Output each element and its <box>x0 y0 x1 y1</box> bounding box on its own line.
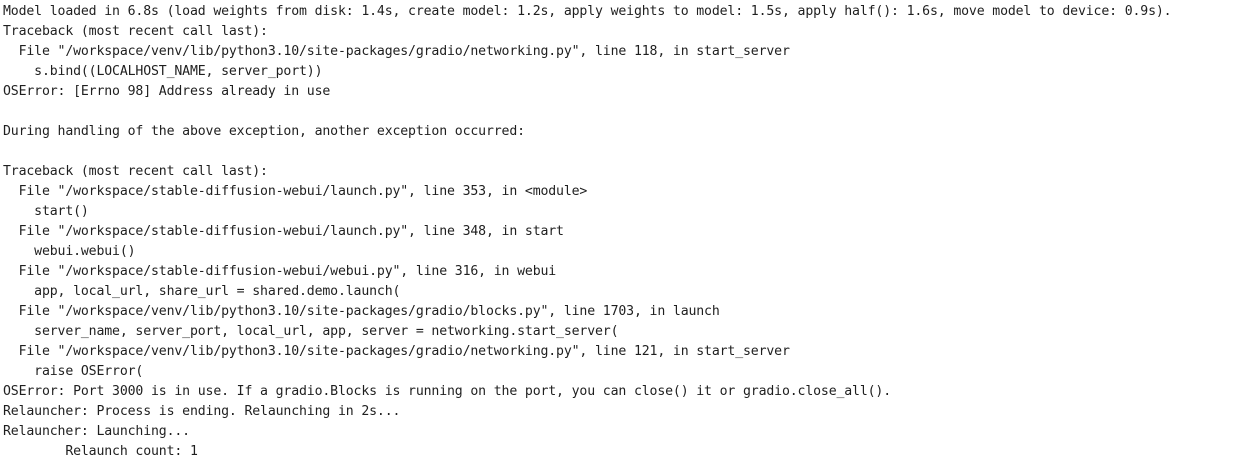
log-line-code-start-server: server_name, server_port, local_url, app… <box>3 324 619 339</box>
log-line-during-handling: During handling of the above exception, … <box>3 124 525 139</box>
log-line-relauncher-launching: Relauncher: Launching... <box>3 424 190 439</box>
log-line-file-launch-start: File "/workspace/stable-diffusion-webui/… <box>3 224 564 239</box>
log-line-file-blocks: File "/workspace/venv/lib/python3.10/sit… <box>3 304 720 319</box>
log-line-code-start: start() <box>3 204 89 219</box>
log-line-code-bind: s.bind((LOCALHOST_NAME, server_port)) <box>3 64 323 79</box>
log-line-code-webui: webui.webui() <box>3 244 136 259</box>
log-line-traceback-header: Traceback (most recent call last): <box>3 24 268 39</box>
log-line-relauncher-ending: Relauncher: Process is ending. Relaunchi… <box>3 404 401 419</box>
log-line-file-launch-module: File "/workspace/stable-diffusion-webui/… <box>3 184 588 199</box>
log-line-code-raise: raise OSError( <box>3 364 144 379</box>
log-line-model-loaded: Model loaded in 6.8s (load weights from … <box>3 4 1172 19</box>
log-line-file-webui: File "/workspace/stable-diffusion-webui/… <box>3 264 557 279</box>
log-line-code-demo-launch: app, local_url, share_url = shared.demo.… <box>3 284 401 299</box>
log-line-file-networking: File "/workspace/venv/lib/python3.10/sit… <box>3 344 790 359</box>
log-line-relaunch-count: Relaunch count: 1 <box>3 444 198 459</box>
log-line-oserror-address: OSError: [Errno 98] Address already in u… <box>3 84 331 99</box>
log-line-traceback-header: Traceback (most recent call last): <box>3 164 268 179</box>
log-line-blank <box>3 102 1233 122</box>
log-line-oserror-port: OSError: Port 3000 is in use. If a gradi… <box>3 384 892 399</box>
log-line-blank <box>3 142 1233 162</box>
log-line-file-networking: File "/workspace/venv/lib/python3.10/sit… <box>3 44 790 59</box>
